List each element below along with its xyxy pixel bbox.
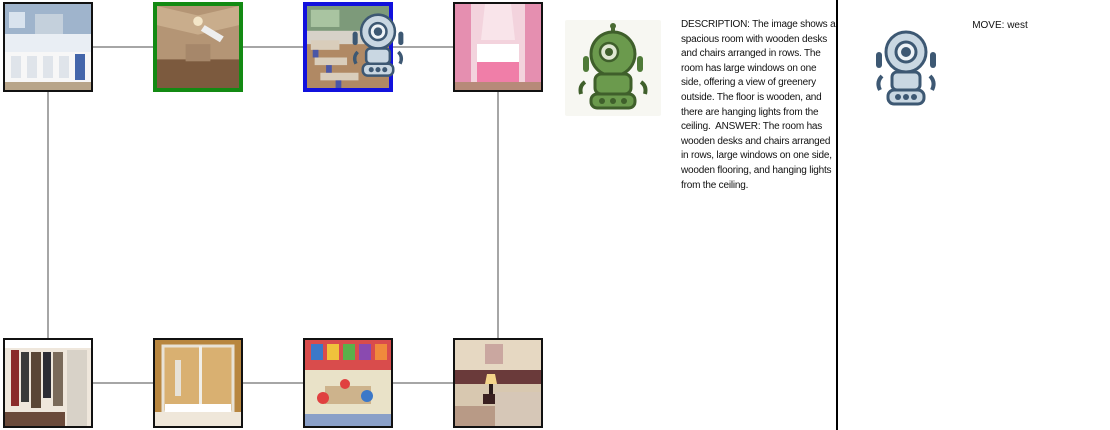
agent-description: DESCRIPTION: The image shows a spacious …	[681, 19, 836, 191]
room-tile-living-room[interactable]	[3, 2, 93, 92]
agent-panel: DESCRIPTION: The image shows a spacious …	[565, 0, 837, 430]
blue-robot-icon	[876, 30, 936, 106]
map-robot-icon	[352, 13, 404, 77]
move-panel: MOVE: west	[840, 0, 1110, 430]
room-tile-shower-room[interactable]	[153, 338, 243, 428]
room-photo	[155, 340, 241, 426]
room-photo	[455, 4, 541, 90]
room-tile-hotel-bedroom[interactable]	[453, 338, 543, 428]
room-tile-pink-bedroom[interactable]	[453, 2, 543, 92]
room-map	[3, 2, 543, 428]
room-tile-kids-classroom[interactable]	[303, 338, 393, 428]
panel-divider	[836, 0, 838, 430]
room-photo	[157, 6, 239, 88]
move-label: MOVE: west	[972, 20, 1028, 31]
room-photo	[5, 4, 91, 90]
room-photo	[305, 340, 391, 426]
room-tile-closet[interactable]	[3, 338, 93, 428]
room-photo	[5, 340, 91, 426]
room-photo	[455, 340, 541, 426]
green-robot-icon	[578, 23, 648, 110]
room-tile-attic[interactable]	[153, 2, 243, 92]
agent-avatar	[565, 20, 661, 116]
robot-marker-icon	[350, 13, 406, 79]
